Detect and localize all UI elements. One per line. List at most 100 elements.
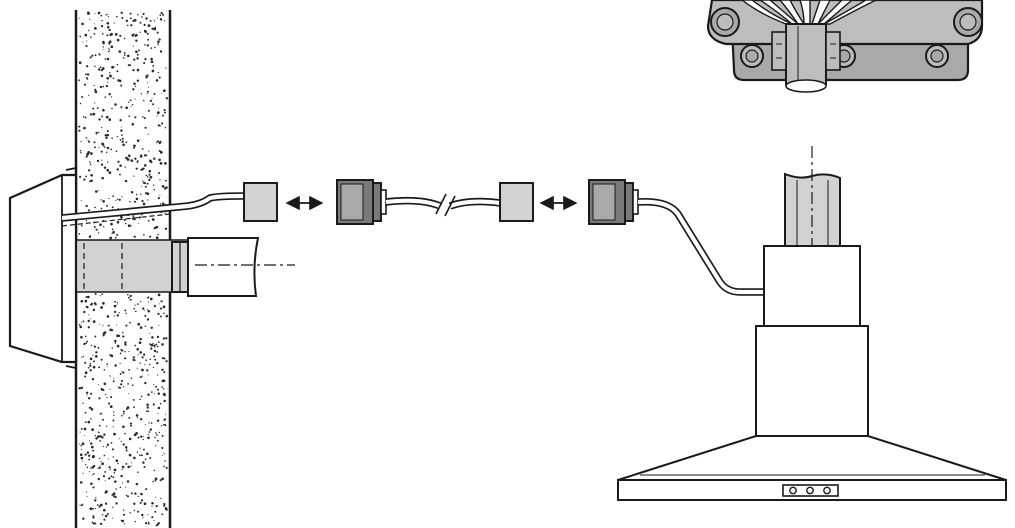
wall-speckle bbox=[119, 119, 122, 122]
wall-speckle bbox=[98, 366, 101, 369]
wall-speckle bbox=[153, 520, 155, 522]
wall-speckle bbox=[113, 411, 115, 413]
wall-speckle bbox=[143, 23, 146, 26]
wall-speckle bbox=[156, 115, 158, 117]
wall-speckle bbox=[111, 448, 114, 451]
wall-speckle bbox=[156, 140, 160, 143]
wall-speckle bbox=[145, 174, 148, 177]
wall-speckle bbox=[122, 335, 125, 338]
wall-speckle bbox=[88, 314, 90, 316]
wall-speckle bbox=[121, 371, 123, 373]
wall-speckle bbox=[114, 103, 117, 106]
wall-speckle bbox=[89, 369, 92, 372]
wall-speckle bbox=[164, 111, 166, 114]
wall-speckle bbox=[114, 236, 117, 239]
wall-speckle bbox=[159, 194, 161, 196]
wall-speckle bbox=[160, 11, 163, 15]
wall-speckle bbox=[108, 93, 111, 96]
wall-speckle bbox=[88, 406, 92, 409]
wall-speckle bbox=[119, 34, 122, 37]
wall-speckle bbox=[133, 235, 136, 238]
wall-speckle bbox=[133, 502, 136, 506]
wall-speckle bbox=[138, 454, 141, 457]
wall-speckle bbox=[85, 391, 89, 394]
wall-speckle bbox=[158, 158, 161, 162]
wall-speckle bbox=[105, 14, 107, 16]
wall-speckle bbox=[89, 161, 91, 163]
wall-speckle bbox=[108, 171, 112, 174]
wall-speckle bbox=[155, 445, 157, 447]
cable-plug-male-1 bbox=[336, 179, 387, 225]
wall-speckle bbox=[135, 50, 138, 54]
wall-speckle bbox=[111, 206, 114, 209]
wall-speckle bbox=[139, 31, 141, 33]
wall-speckle bbox=[154, 436, 156, 439]
wall-speckle bbox=[161, 454, 163, 456]
wall-speckle bbox=[90, 406, 92, 409]
wall-speckle bbox=[139, 301, 142, 303]
wall-speckle bbox=[129, 12, 132, 15]
wall-speckle bbox=[142, 202, 146, 206]
wall-speckle bbox=[82, 115, 85, 118]
wall-speckle bbox=[94, 206, 96, 209]
wall-speckle bbox=[85, 73, 87, 76]
wall-speckle bbox=[136, 14, 139, 16]
wall-speckle bbox=[93, 360, 96, 363]
wall-speckle bbox=[103, 166, 107, 169]
wall-speckle bbox=[97, 11, 101, 15]
wall-speckle bbox=[105, 151, 108, 154]
wall-speckle bbox=[149, 332, 151, 334]
wall-speckle bbox=[91, 466, 95, 469]
wall-speckle bbox=[147, 374, 149, 376]
wall-speckle bbox=[133, 218, 136, 221]
wall-speckle bbox=[142, 181, 146, 184]
wall-speckle bbox=[87, 169, 91, 172]
wall-speckle bbox=[143, 435, 145, 438]
wall-speckle bbox=[156, 111, 160, 115]
wall-speckle bbox=[100, 150, 103, 153]
wall-speckle bbox=[92, 522, 95, 525]
wall-speckle bbox=[120, 379, 124, 382]
wall-speckle bbox=[101, 514, 104, 516]
wall-speckle bbox=[104, 514, 108, 518]
wall-speckle bbox=[121, 140, 124, 143]
wall-speckle bbox=[128, 350, 130, 353]
wall-speckle bbox=[127, 101, 130, 104]
wall-speckle bbox=[88, 471, 90, 473]
wall-speckle bbox=[142, 517, 144, 519]
wall-speckle bbox=[94, 293, 97, 295]
wall-speckle bbox=[159, 315, 162, 318]
wall-speckle bbox=[143, 353, 146, 356]
wall-speckle bbox=[92, 107, 95, 110]
wall-speckle bbox=[139, 337, 142, 341]
wall-speckle bbox=[81, 460, 83, 462]
wall-speckle bbox=[136, 367, 138, 369]
wall-speckle bbox=[100, 207, 103, 210]
wall-speckle bbox=[139, 447, 141, 449]
wall-speckle bbox=[123, 51, 126, 54]
wall-speckle bbox=[87, 319, 90, 323]
wall-speckle bbox=[152, 480, 154, 483]
wall-speckle bbox=[79, 453, 83, 456]
wall-speckle bbox=[126, 54, 130, 58]
wall-speckle bbox=[163, 423, 165, 426]
wall-speckle bbox=[141, 513, 144, 517]
wall-speckle bbox=[114, 480, 117, 483]
wall-speckle bbox=[159, 203, 162, 205]
wall-speckle bbox=[161, 92, 163, 94]
wall-speckle bbox=[165, 67, 167, 69]
wall-speckle bbox=[165, 508, 168, 511]
wall-speckle bbox=[116, 168, 119, 171]
wall-speckle bbox=[155, 496, 157, 498]
wall-speckle bbox=[130, 492, 133, 495]
wall-speckle bbox=[142, 167, 145, 171]
wall-speckle bbox=[110, 45, 114, 49]
wall-speckle bbox=[146, 192, 150, 196]
wall-speckle bbox=[82, 517, 85, 520]
wall-speckle bbox=[92, 507, 95, 510]
wall-speckle bbox=[141, 356, 144, 359]
wall-speckle bbox=[108, 197, 110, 200]
wall-speckle bbox=[130, 159, 134, 162]
wall-speckle bbox=[140, 454, 143, 457]
